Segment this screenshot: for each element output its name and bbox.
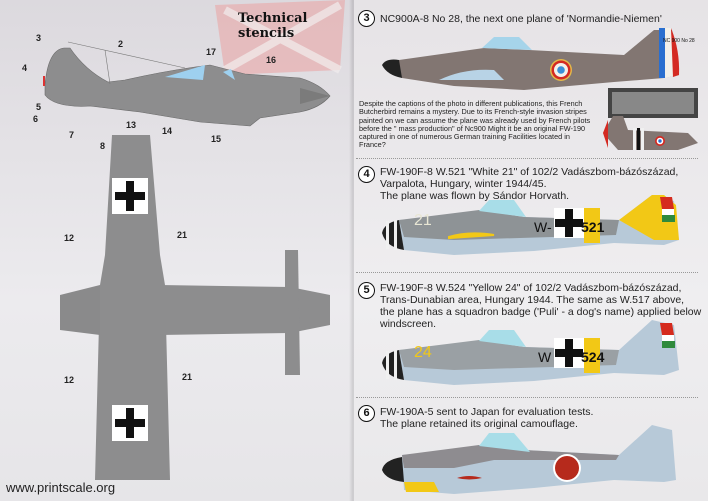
caption-line: FW-190F-8 W.521 "White 21" of 102/2 Vadá…	[380, 166, 679, 178]
callout-21-lower: 21	[182, 372, 193, 382]
caption-line: Trans-Dunabian area, Hungary 1944. The s…	[380, 294, 685, 306]
callout-13: 13	[126, 120, 137, 130]
nc900-profile: NC 900 No 28	[382, 28, 695, 90]
section-4-caption: FW-190F-8 W.521 "White 21" of 102/2 Vadá…	[380, 166, 678, 202]
fuselage-number: 521	[581, 219, 605, 235]
right-page: 3 NC900A-8 No 28, the next one plane of …	[354, 0, 708, 501]
w524-profile: 24 W 524	[382, 320, 679, 385]
callout-15: 15	[211, 134, 222, 144]
balkenkreuz-upper	[112, 178, 148, 214]
caption-line: windscreen.	[380, 318, 437, 330]
page-title: Technical stencils	[238, 11, 308, 41]
side-view-stencils	[43, 41, 331, 127]
website-link[interactable]: www.printscale.org	[6, 480, 116, 495]
nc900-small-profile-and-photo	[603, 88, 698, 150]
callout-14: 14	[162, 126, 173, 136]
fuselage-number: 524	[581, 349, 605, 365]
callout-5: 5	[36, 102, 42, 112]
caption-line: The plane retained its original camoufla…	[380, 418, 578, 430]
nose-number: 21	[414, 212, 432, 229]
w521-profile: 21 W- 521	[382, 195, 679, 255]
section-3-note: Despite the captions of the photo in dif…	[359, 99, 591, 150]
callout-8: 8	[100, 141, 106, 151]
callout-2: 2	[118, 39, 124, 49]
caption-line: FW-190F-8 W.524 "Yellow 24" of 102/2 Vad…	[380, 282, 682, 294]
callout-17: 17	[206, 47, 217, 57]
callout-6: 6	[33, 114, 39, 124]
section-5-badge: 5	[358, 282, 375, 299]
fuselage-code: W	[538, 349, 552, 365]
page-fold	[349, 0, 357, 501]
flag-background	[215, 0, 345, 75]
section-divider	[356, 272, 698, 273]
callout-16: 16	[266, 55, 277, 65]
section-4-badge: 4	[358, 166, 375, 183]
callout-12-lower: 12	[64, 375, 75, 385]
section-6-caption: FW-190A-5 sent to Japan for evaluation t…	[380, 406, 593, 430]
callout-4: 4	[22, 63, 28, 73]
callout-7: 7	[69, 130, 75, 140]
callout-21-upper: 21	[177, 230, 188, 240]
section-6-badge: 6	[358, 405, 375, 422]
caption-line: the plane has a squadron badge ('Puli' -…	[380, 306, 702, 318]
section-3-caption: NC900A-8 No 28, the next one plane of 'N…	[380, 13, 662, 25]
section-5-caption: FW-190F-8 W.524 "Yellow 24" of 102/2 Vad…	[380, 282, 701, 330]
callout-3: 3	[36, 33, 42, 43]
callout-12-upper: 12	[64, 233, 75, 243]
nose-number: 24	[414, 344, 432, 361]
balkenkreuz-lower	[112, 405, 148, 441]
section-divider	[356, 158, 698, 159]
fw190a5-japan-profile	[382, 425, 676, 494]
section-divider	[356, 397, 698, 398]
top-view	[60, 135, 330, 480]
section-3-badge: 3	[358, 10, 375, 27]
caption-line: The plane was flown by Sándor Horvath.	[380, 190, 570, 202]
caption-line: FW-190A-5 sent to Japan for evaluation t…	[380, 406, 594, 418]
fuselage-code: W-	[534, 219, 552, 235]
caption-line: Varpalota, Hungary, winter 1944/45.	[380, 178, 547, 190]
tail-marking: NC 900 No 28	[663, 38, 695, 44]
left-page: Technical stencils 3 2 4 5 6 7 8 13 14 1…	[0, 0, 354, 501]
